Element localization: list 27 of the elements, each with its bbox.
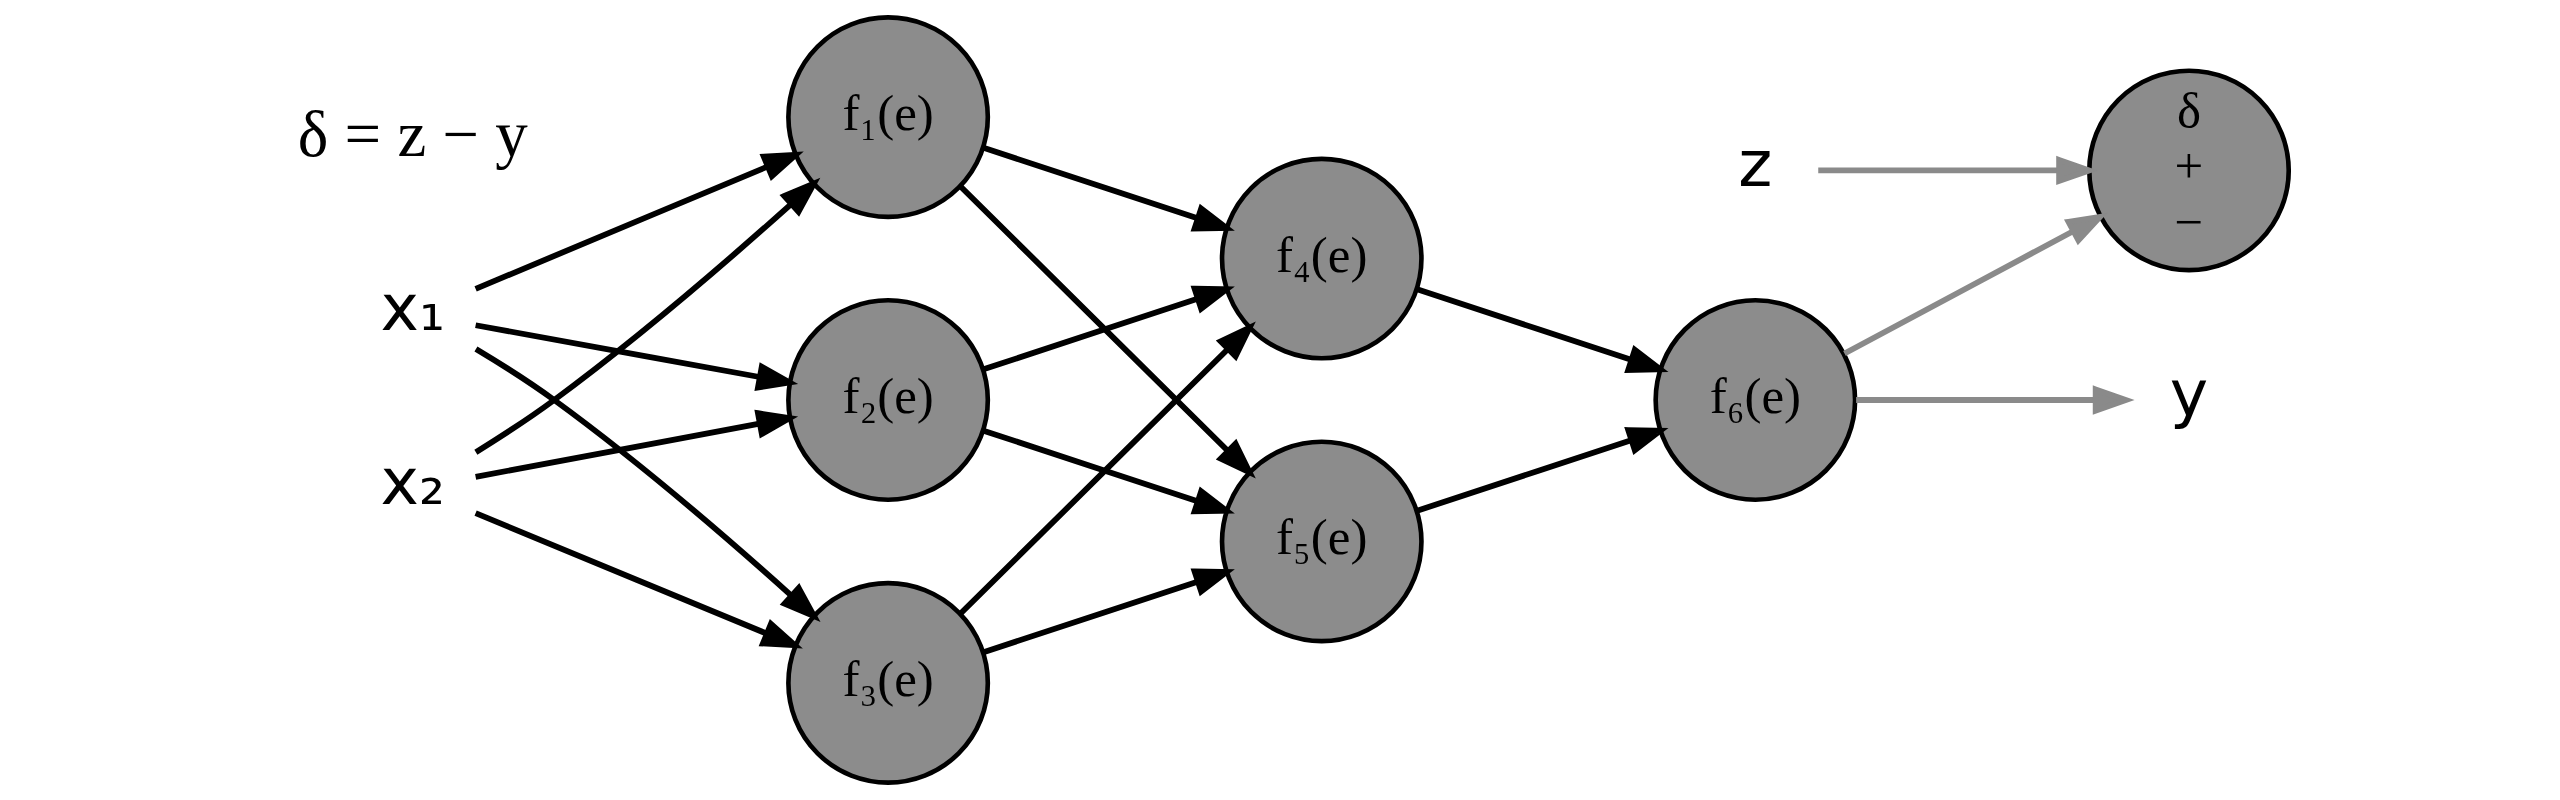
node-text: x₂ xyxy=(380,444,445,520)
node-text: y xyxy=(2169,356,2209,431)
node-circle: f₄(e) xyxy=(1219,156,1424,361)
arrow xyxy=(982,427,1235,515)
arrow xyxy=(958,184,1256,479)
arrow xyxy=(982,145,1235,232)
arrow xyxy=(982,568,1235,655)
node-text: x₁ xyxy=(380,270,445,346)
node-circle: δ + − xyxy=(2087,68,2292,273)
arrow xyxy=(474,151,804,292)
arrow xyxy=(475,322,799,391)
node-circle: f₁(e) xyxy=(786,15,991,220)
node-circle: f₅(e) xyxy=(1219,439,1424,644)
node-circle: f₂(e) xyxy=(786,297,991,503)
arrow xyxy=(982,285,1235,373)
label: δ = z − y xyxy=(297,98,528,171)
arrow xyxy=(1416,427,1669,514)
arrow xyxy=(958,321,1256,616)
node-circle: f₃(e) xyxy=(786,580,991,785)
arrow xyxy=(474,177,821,455)
arrow xyxy=(474,346,821,622)
arrow xyxy=(1416,286,1669,373)
arrow xyxy=(475,409,799,480)
arrow xyxy=(474,510,803,649)
arrow xyxy=(1856,385,2135,415)
node-text: z xyxy=(1738,126,1773,202)
node-circle: f₆(e) xyxy=(1653,297,1858,503)
